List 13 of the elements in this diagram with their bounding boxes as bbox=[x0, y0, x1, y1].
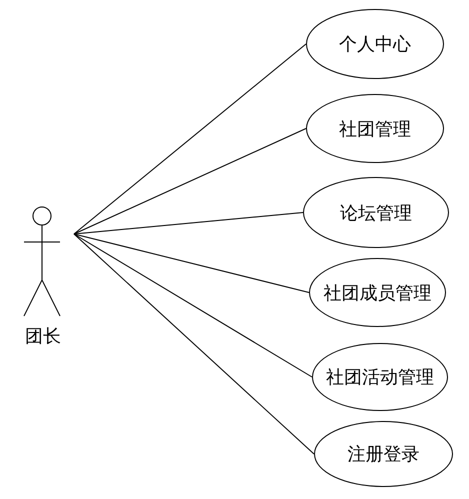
actor-label: 团长 bbox=[25, 325, 61, 348]
use-case-label: 注册登录 bbox=[348, 443, 420, 466]
association-line bbox=[74, 234, 314, 454]
association-line bbox=[74, 128, 306, 234]
use-case-label: 社团成员管理 bbox=[324, 282, 432, 304]
association-line bbox=[74, 212, 304, 234]
association-line bbox=[74, 234, 310, 293]
association-line bbox=[74, 44, 306, 234]
use-case-label: 社团管理 bbox=[339, 118, 411, 140]
use-case-label: 论坛管理 bbox=[340, 202, 412, 224]
association-line bbox=[74, 234, 312, 378]
use-case-label: 社团活动管理 bbox=[326, 366, 434, 389]
use-case-label: 个人中心 bbox=[339, 33, 411, 56]
